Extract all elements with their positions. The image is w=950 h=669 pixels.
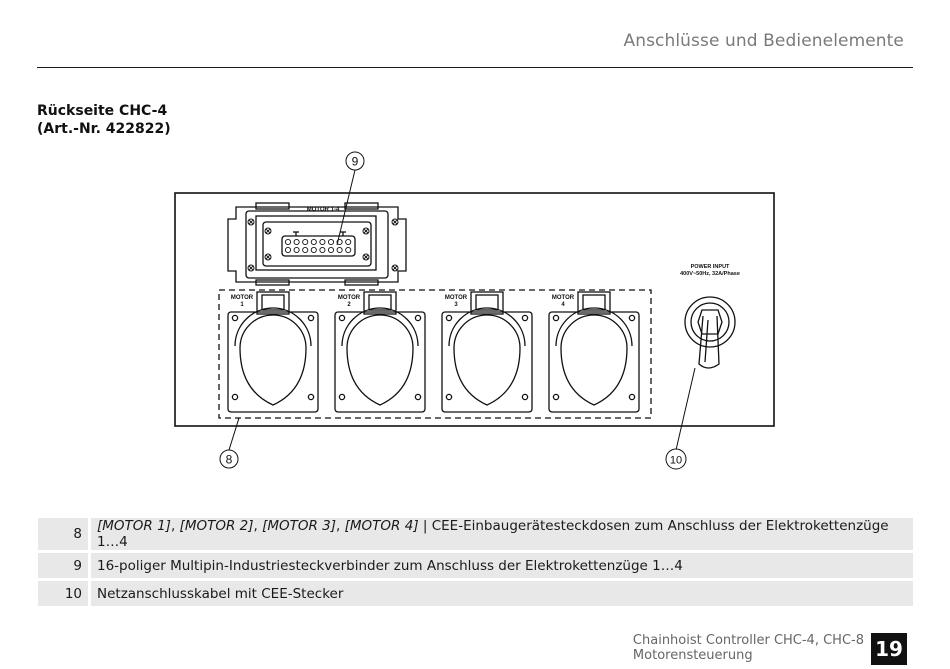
legend-row: 8[MOTOR 1], [MOTOR 2], [MOTOR 3], [MOTOR… (38, 518, 913, 550)
footer-product-line1: Chainhoist Controller CHC-4, CHC-8 (632, 633, 864, 648)
legend-text-part: [MOTOR 3] (262, 518, 337, 534)
screw-icon (521, 393, 529, 401)
screw-icon (231, 393, 239, 401)
callout-8-leader (228, 417, 240, 451)
power-input-spec: 400V~50Hz, 32A/Phase (680, 271, 740, 277)
legend-text-part: [MOTOR 4] (344, 518, 419, 534)
legend-text-part: [MOTOR 2] (179, 518, 254, 534)
legend-text-part: , (336, 518, 345, 534)
legend-text-part: , (253, 518, 263, 534)
screw-icon (445, 393, 453, 401)
screw-icon (521, 314, 529, 322)
connector-pin (302, 246, 309, 254)
callout-10-leader (675, 367, 696, 451)
legend-row: 10 Netzanschlusskabel mit CEE-Stecker (38, 581, 913, 606)
screw-icon (628, 393, 636, 401)
connector-pin (345, 238, 352, 246)
legend-text-part: [MOTOR 1] (97, 518, 171, 534)
legend-number: 10 (38, 581, 91, 606)
section-title-line1: Rückseite CHC-4 (37, 103, 168, 119)
header-title: Anschlüsse und Bedienelemente (623, 31, 904, 51)
connector-pin (319, 246, 326, 254)
callout-8-circle (219, 449, 239, 469)
connector-pin (327, 238, 335, 246)
legend-row: 9 16-poliger Multipin-Industriesteckverbi… (38, 553, 913, 578)
connector-pin (327, 246, 335, 254)
connector-pin (310, 238, 317, 246)
section-title-line2: (Art.-Nr. 422822) (37, 121, 171, 137)
screw-icon (264, 253, 272, 261)
screw-icon (338, 393, 346, 401)
screw-icon (445, 314, 453, 322)
connector-pin (336, 246, 343, 254)
socket-group-outline (218, 289, 652, 419)
legend-description: 16-poliger Multipin-Industriesteckverbin… (91, 553, 913, 578)
socket-label-word: MOTOR (338, 295, 361, 301)
cee-socket-motor-2 (334, 291, 426, 413)
screw-icon (264, 227, 272, 235)
socket-label-number: 2 (347, 302, 351, 308)
legend-description: Netzanschlusskabel mit CEE-Stecker (91, 581, 913, 606)
connector-pin (345, 246, 352, 254)
connector-pin (302, 238, 309, 246)
connector-pin (319, 238, 326, 246)
power-inlet-cable (684, 296, 736, 369)
legend-number: 9 (38, 553, 91, 578)
motor-connector-label: MOTOR 1-4 (307, 207, 340, 213)
callout-9-leader (336, 169, 356, 246)
screw-icon (307, 314, 315, 322)
socket-label-word: MOTOR (552, 295, 575, 301)
legend-description: [MOTOR 1], [MOTOR 2], [MOTOR 3], [MOTOR … (91, 518, 913, 550)
connector-pin (310, 246, 317, 254)
cee-socket-motor-4 (548, 291, 640, 413)
socket-label-number: 1 (240, 302, 244, 308)
connector-pin (284, 238, 292, 246)
screw-icon (414, 393, 422, 401)
callout-10-circle (665, 448, 687, 470)
screw-icon (338, 314, 346, 322)
connector-pin (293, 246, 300, 254)
screw-icon (552, 314, 560, 322)
legend-text-part: , (170, 518, 180, 534)
legend-table: 8[MOTOR 1], [MOTOR 2], [MOTOR 3], [MOTOR… (38, 515, 913, 609)
callout-8-number: 8 (226, 453, 233, 467)
socket-label-number: 4 (561, 302, 565, 308)
screw-icon (391, 264, 399, 272)
callout-10-number: 10 (670, 455, 682, 467)
footer-product-line2: Motorensteuerung (632, 648, 753, 663)
screw-icon (362, 253, 370, 261)
rear-panel-outline (174, 192, 775, 427)
multipin-connector (227, 202, 407, 286)
cee-socket-motor-1 (227, 291, 319, 413)
page-number: 19 (871, 633, 907, 665)
screw-icon (414, 314, 422, 322)
footer-product: Chainhoist Controller CHC-4, CHC-8 Motor… (633, 633, 864, 663)
connector-pin (284, 246, 292, 254)
cee-socket-motor-3 (441, 291, 533, 413)
screw-icon (307, 393, 315, 401)
socket-label-number: 3 (454, 302, 458, 308)
callout-9-number: 9 (352, 155, 359, 169)
screw-icon (247, 218, 255, 226)
header-rule (37, 67, 913, 68)
socket-label-word: MOTOR (231, 295, 254, 301)
screw-icon (247, 264, 255, 272)
socket-label-word: MOTOR (445, 295, 468, 301)
legend-number: 8 (38, 518, 91, 550)
legend-text-part: | CEE-Einbaugerätesteckdosen zum Anschlu… (97, 518, 889, 550)
screw-icon (231, 314, 239, 322)
power-input-label: POWER INPUT (691, 264, 730, 270)
legend-text-part: 16-poliger Multipin-Industriesteckverbin… (97, 557, 683, 574)
screw-icon (628, 314, 636, 322)
callout-9-circle (345, 151, 365, 171)
screw-icon (362, 227, 370, 235)
legend-text-part: Netzanschlusskabel mit CEE-Stecker (97, 585, 344, 602)
screw-icon (552, 393, 560, 401)
section-title: Rückseite CHC-4 (Art.-Nr. 422822) (37, 102, 171, 138)
connector-pin (293, 238, 300, 246)
screw-icon (391, 218, 399, 226)
